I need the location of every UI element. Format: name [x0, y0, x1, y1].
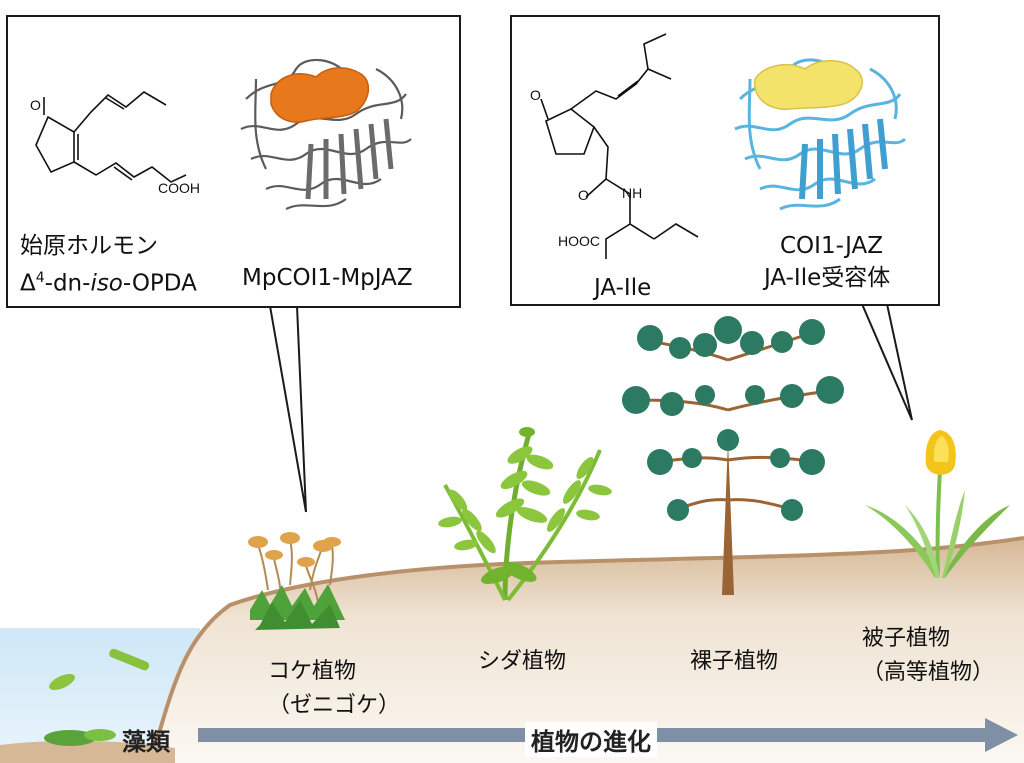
ja-ile-receptor-label: JA-Ile受容体 [764, 265, 891, 291]
coi1-protein-image [734, 58, 907, 211]
ancestral-hormone-callout: O COOH 始原ホルモン Δ4-dn-iso-OPDA MpCOI1-MpJA… [6, 15, 461, 308]
mpcoi1-mpjaz-label: MpCOI1-MpJAZ [242, 265, 413, 291]
ja-ile-label: JA-Ile [594, 275, 652, 301]
moss-label: コケ植物 （ゼニゴケ） [268, 655, 400, 723]
opda-keto-label: O [30, 97, 41, 113]
left-callout-tail [269, 305, 307, 513]
ja-ile-structure [540, 33, 699, 259]
gymnosperm-label: 裸子植物 [690, 649, 779, 674]
mpcoi1-protein-image [240, 58, 412, 211]
opda-acid-label: COOH [158, 180, 200, 196]
ja-ile-keto-label: O [530, 87, 541, 103]
evolution-label: 植物の進化 [525, 722, 657, 757]
algae-illustration [44, 648, 150, 746]
moss-illustration [248, 532, 345, 630]
ja-ile-callout: O O NH HOOC JA-Ile COI1-JAZ JA-Ile受容体 [510, 15, 940, 306]
ja-ile-binding-surface [754, 60, 863, 110]
ground-edge [148, 536, 1024, 763]
opda-structure [35, 91, 187, 183]
angiosperm-sub-label: （高等植物） [862, 660, 995, 685]
angiosperm-label: 被子植物 （高等植物） [862, 622, 994, 690]
ground [150, 538, 1024, 763]
right-callout-tail [861, 303, 913, 421]
ja-ile-acid-label: HOOC [558, 233, 600, 249]
opda-binding-surface [270, 67, 370, 123]
ja-ile-nh-label: NH [622, 185, 643, 201]
coi1-jaz-label: COI1-JAZ [780, 233, 884, 259]
fern-illustration [438, 427, 612, 602]
angiosperm-illustration [865, 430, 1010, 578]
ja-ile-amide-o-label: O [578, 187, 589, 203]
ancestral-hormone-name: Δ4-dn-iso-OPDA [20, 270, 197, 297]
algae-label: 藻類 [122, 728, 170, 756]
moss-sub-label: （ゼニゴケ） [268, 693, 401, 718]
fern-label: シダ植物 [478, 649, 567, 674]
ancestral-hormone-label: 始原ホルモン [20, 233, 158, 259]
gymnosperm-illustration [622, 316, 844, 595]
